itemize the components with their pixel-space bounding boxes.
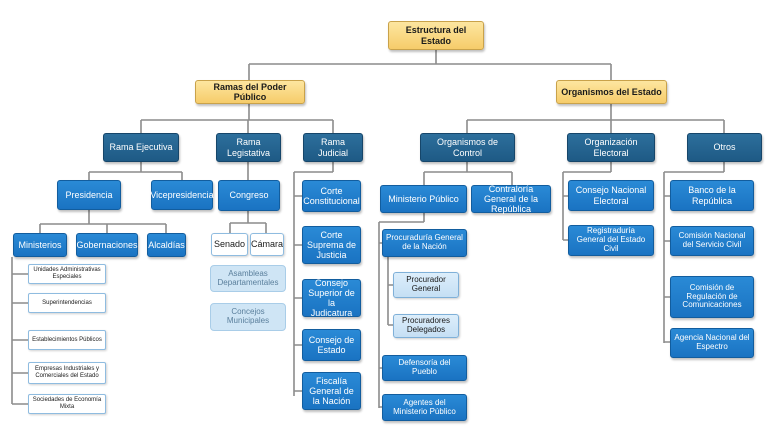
procuraduria-general-box: Procuraduría General de la Nación bbox=[382, 229, 467, 257]
estructura-del-estado-box: Estructura del Estado bbox=[388, 21, 484, 50]
banco-de-la-republica-box: Banco de la República bbox=[670, 180, 754, 211]
congreso-box: Congreso bbox=[218, 180, 280, 211]
consejo-de-estado-box: Consejo de Estado bbox=[302, 329, 361, 361]
corte-constitucional-box: Corte Constitucional bbox=[302, 180, 361, 212]
agencia-nacional-espectro-box: Agencia Nacional del Espectro bbox=[670, 328, 754, 358]
empresas-industriales-box: Empresas Industriales y Comerciales del … bbox=[28, 362, 106, 384]
procurador-general-box: Procurador General bbox=[393, 272, 459, 298]
fiscalia-general-box: Fiscalía General de la Nación bbox=[302, 372, 361, 410]
sociedades-economia-mixta-box: Sociedades de Economía Mixta bbox=[28, 394, 106, 414]
procuradores-delegados-box: Procuradores Delegados bbox=[393, 314, 459, 338]
rama-ejecutiva-box: Rama Ejecutiva bbox=[103, 133, 179, 162]
corte-suprema-box: Corte Suprema de Justicia bbox=[302, 226, 361, 264]
ministerios-box: Ministerios bbox=[13, 233, 67, 257]
agentes-ministerio-publico-box: Agentes del Ministerio Público bbox=[382, 394, 467, 421]
comision-servicio-civil-box: Comisión Nacional del Servicio Civil bbox=[670, 226, 754, 256]
ramas-poder-publico-box: Ramas del Poder Público bbox=[195, 80, 305, 104]
organizacion-electoral-box: Organización Electoral bbox=[567, 133, 655, 162]
establecimientos-publicos-box: Establecimientos Públicos bbox=[28, 330, 106, 350]
contraloria-general-box: Contraloría General de la República bbox=[471, 184, 551, 214]
senado-box: Senado bbox=[211, 233, 248, 256]
rama-judicial-box: Rama Judicial bbox=[303, 133, 363, 162]
ministerio-publico-box: Ministerio Público bbox=[380, 185, 467, 213]
defensoria-del-pueblo-box: Defensoría del Pueblo bbox=[382, 355, 467, 381]
alcaldias-box: Alcaldías bbox=[147, 233, 186, 257]
concejos-municipales-box: Concejos Municipales bbox=[210, 303, 286, 331]
gobernaciones-box: Gobernaciones bbox=[76, 233, 138, 257]
rama-legislativa-box: Rama Legistativa bbox=[216, 133, 281, 162]
otros-box: Otros bbox=[687, 133, 762, 162]
superintendencias-box: Superintendencias bbox=[28, 293, 106, 313]
unidades-administrativas-box: Unidades Administrativas Especiales bbox=[28, 264, 106, 284]
organismos-de-control-box: Organismos de Control bbox=[420, 133, 515, 162]
presidencia-box: Presidencia bbox=[57, 180, 121, 210]
vicepresidencia-box: Vicepresidencia bbox=[150, 180, 214, 210]
consejo-nacional-electoral-box: Consejo Nacional Electoral bbox=[568, 180, 654, 211]
comision-regulacion-comunicaciones-box: Comisión de Regulación de Comunicaciones bbox=[670, 276, 754, 318]
registraduria-general-box: Registraduría General del Estado Civil bbox=[568, 225, 654, 256]
organismos-del-estado-box: Organismos del Estado bbox=[556, 80, 667, 104]
consejo-superior-judicatura-box: Consejo Superior de la Judicatura bbox=[302, 278, 361, 318]
asambleas-departamentales-box: Asambleas Departamentales bbox=[210, 265, 286, 292]
camara-box: Cámara bbox=[250, 233, 284, 256]
